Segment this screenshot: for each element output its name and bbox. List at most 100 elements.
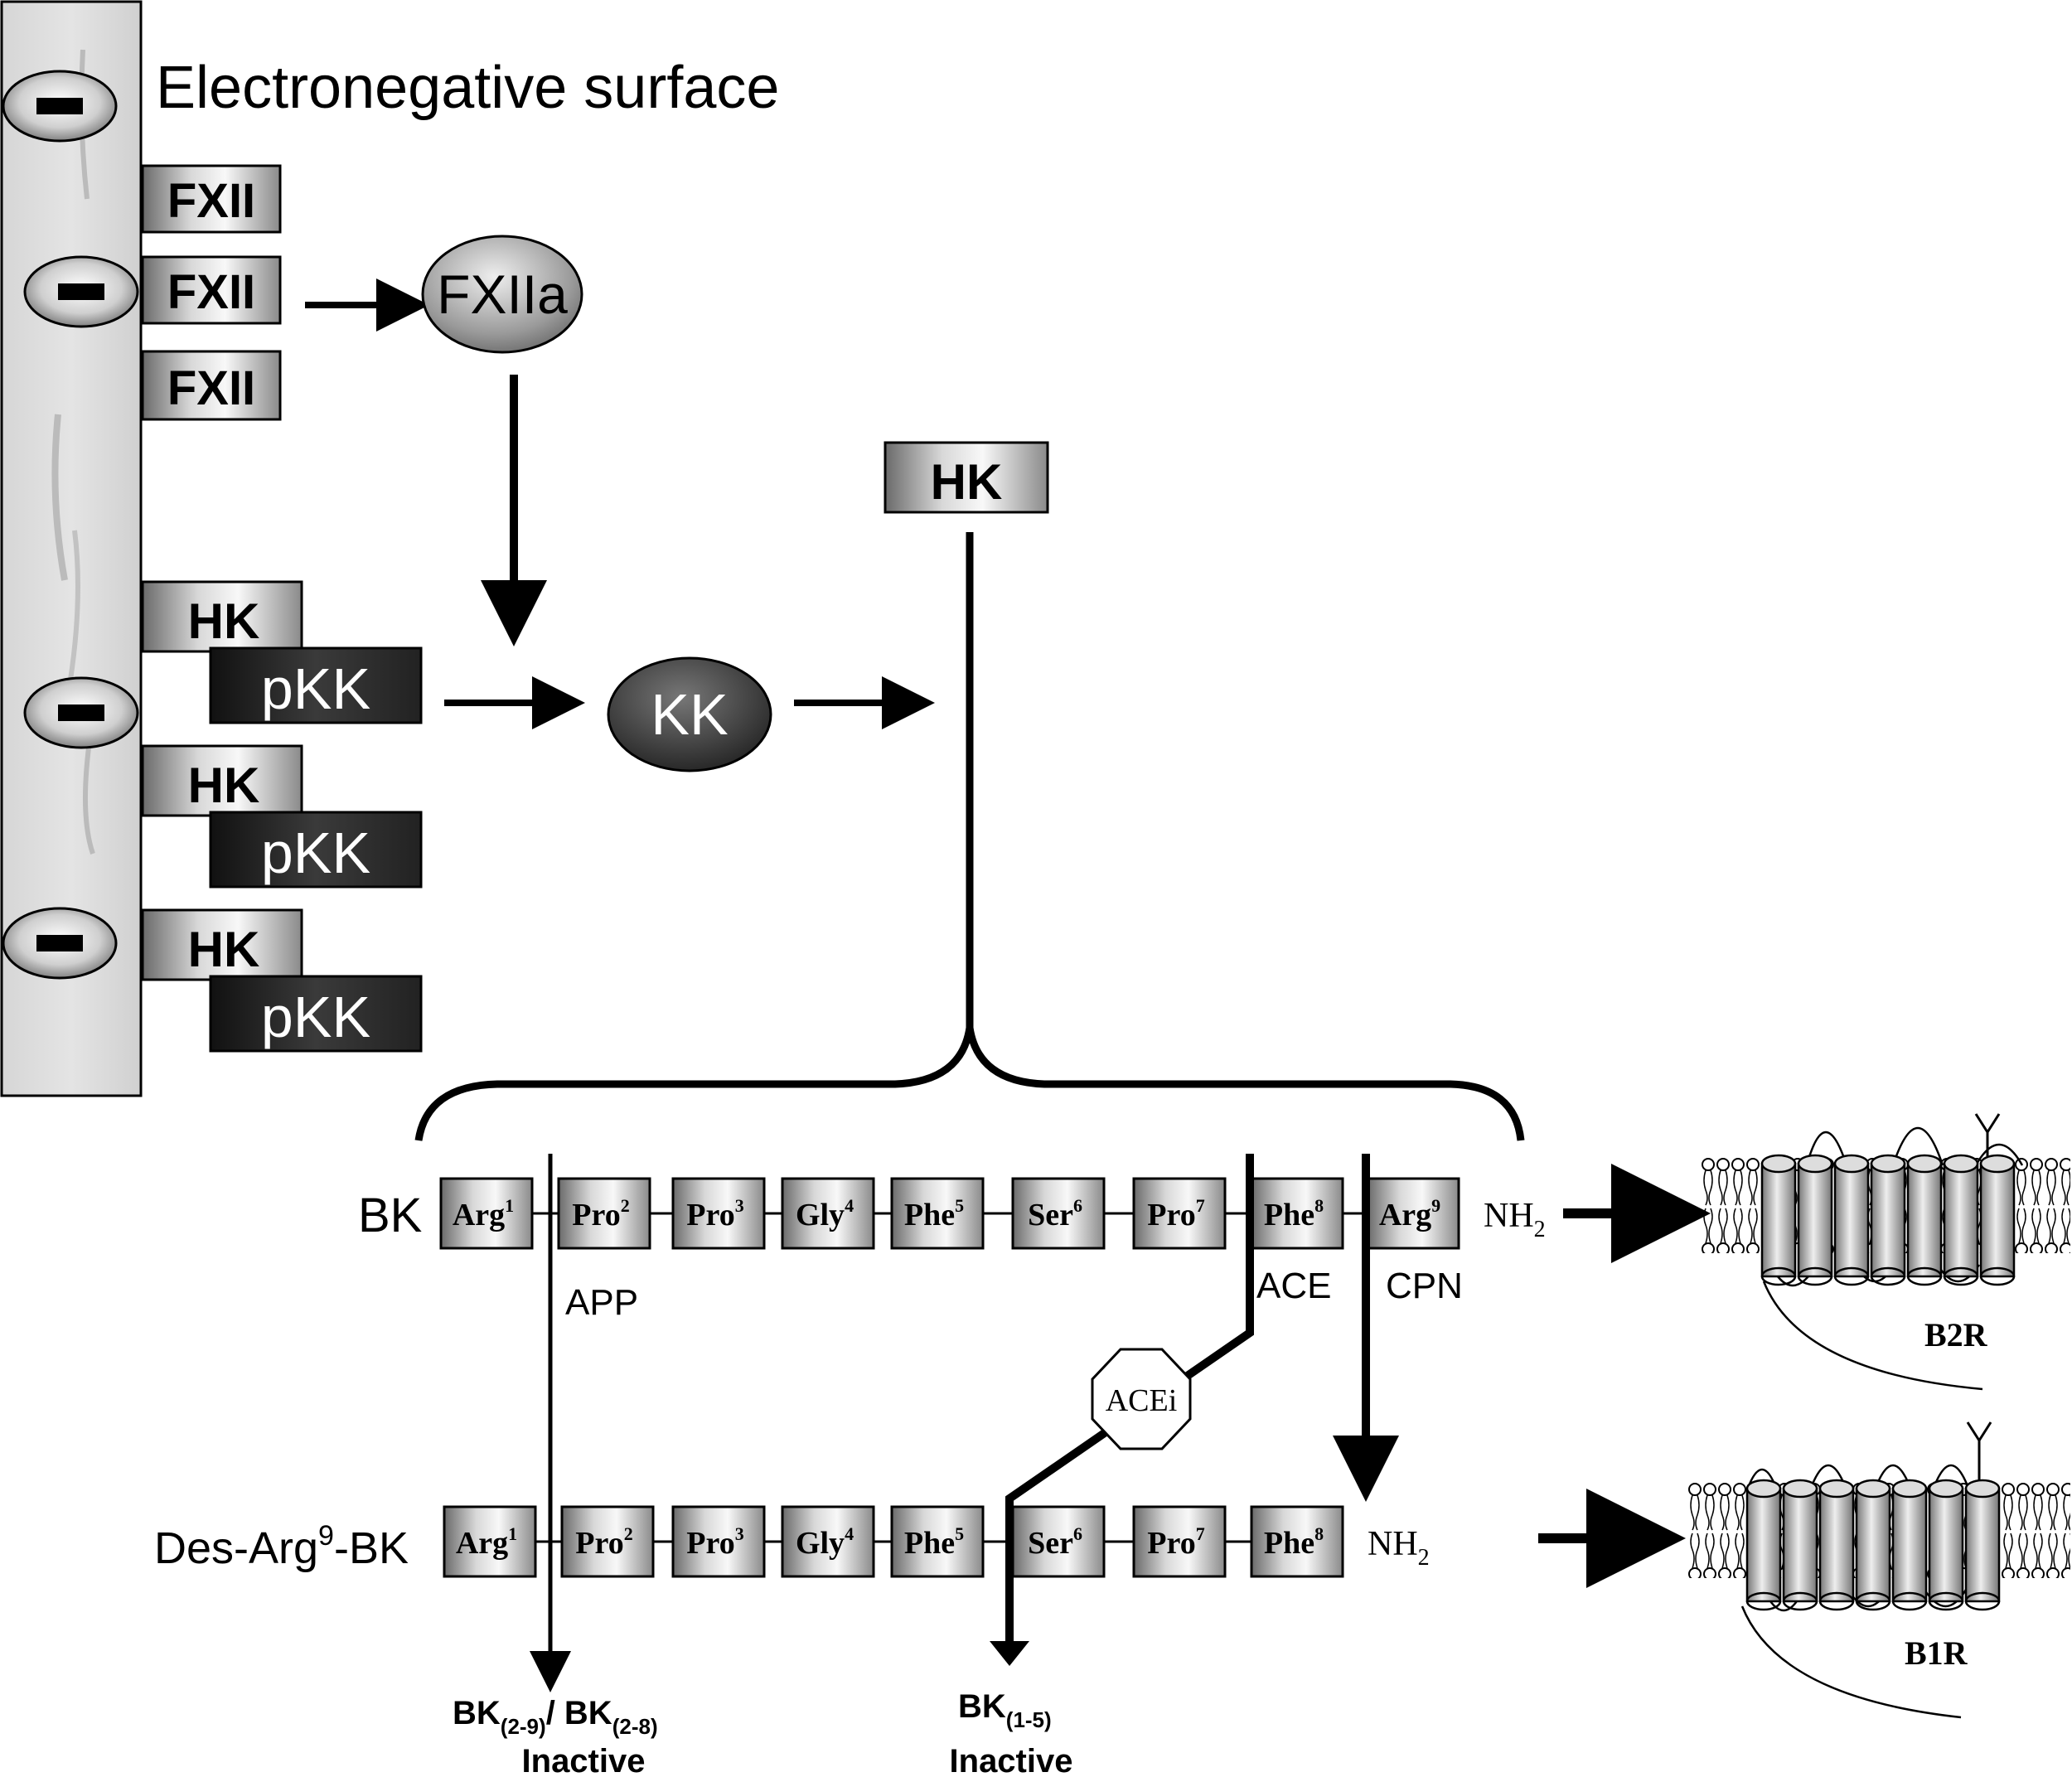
app-label: APP — [565, 1282, 638, 1323]
negative-charge-2 — [23, 255, 139, 328]
b1r-helix-6 — [1928, 1479, 1964, 1611]
svg-text:Phe5: Phe5 — [904, 1523, 964, 1561]
svg-text:Phe5: Phe5 — [904, 1195, 964, 1232]
svg-text:FXII: FXII — [167, 174, 255, 228]
svg-text:Gly4: Gly4 — [796, 1195, 854, 1232]
svg-text:Pro2: Pro2 — [572, 1195, 629, 1232]
svg-text:pKK: pKK — [261, 985, 370, 1049]
bradykinin-brace — [414, 1027, 1525, 1141]
ace-product: BK(1-5) Inactive — [950, 1688, 1073, 1777]
negative-charge-4 — [2, 907, 118, 980]
hk-pkk-complex-3: HK pKK — [141, 908, 423, 1053]
acei-inhibitor: ACEi — [1091, 1348, 1192, 1450]
b2r-helix-1 — [1760, 1154, 1797, 1286]
bk-residue-8: Phe8 — [1250, 1177, 1344, 1250]
bk-residue-3: Pro3 — [671, 1177, 766, 1250]
des-arg-bk-nh2: NH2 — [1368, 1525, 1430, 1571]
svg-text:HK: HK — [188, 593, 260, 649]
b2r-helix-3 — [1833, 1154, 1870, 1286]
negative-charge-3 — [23, 676, 139, 749]
b1r-helix-5 — [1891, 1479, 1928, 1611]
des-arg-bk-residue-5: Phe5 — [890, 1505, 985, 1578]
des-arg-bk-residue-7: Pro7 — [1132, 1505, 1227, 1578]
bk-residue-2: Pro2 — [557, 1177, 651, 1250]
svg-text:Inactive: Inactive — [950, 1743, 1073, 1777]
svg-text:pKK: pKK — [261, 656, 370, 721]
svg-text:Pro3: Pro3 — [686, 1523, 743, 1561]
svg-text:Pro7: Pro7 — [1147, 1523, 1204, 1561]
b2r-helices — [1760, 1154, 2016, 1286]
svg-text:Arg1: Arg1 — [453, 1195, 514, 1232]
surface-title: Electronegative surface — [156, 55, 779, 121]
b2r-helix-4 — [1870, 1154, 1906, 1286]
svg-text:BK(2-9)/ BK(2-8): BK(2-9)/ BK(2-8) — [453, 1695, 658, 1739]
fxii-box-3: FXII — [141, 350, 282, 421]
bk-residue-9: Arg9 — [1366, 1177, 1460, 1250]
bk-label: BK — [358, 1189, 423, 1242]
des-arg-bk-residue-4: Gly4 — [781, 1505, 875, 1578]
b1r-helix-7 — [1964, 1479, 2001, 1611]
svg-text:Inactive: Inactive — [522, 1743, 646, 1777]
b2r-receptor: B2R — [1701, 1113, 2070, 1391]
bk-residue-5: Phe5 — [890, 1177, 985, 1250]
b1r-helix-3 — [1818, 1479, 1855, 1611]
b2r-helix-6 — [1943, 1154, 1979, 1286]
svg-text:HK: HK — [931, 454, 1003, 510]
fxii-box-1: FXII — [141, 164, 282, 234]
svg-text:KK: KK — [651, 682, 728, 747]
svg-text:FXII: FXII — [167, 265, 255, 319]
svg-text:Pro3: Pro3 — [686, 1195, 743, 1232]
svg-text:ACEi: ACEi — [1106, 1383, 1178, 1418]
bk-residue-4: Gly4 — [781, 1177, 875, 1250]
bk-residue-7: Pro7 — [1132, 1177, 1227, 1250]
svg-text:HK: HK — [188, 922, 260, 977]
ace-label: ACE — [1256, 1266, 1331, 1306]
b2r-helix-2 — [1797, 1154, 1833, 1286]
b1r-label: B1R — [1905, 1634, 1968, 1672]
des-arg-bk-residue-2: Pro2 — [560, 1505, 655, 1578]
fxiia-node: FXIIa — [421, 235, 583, 354]
fxii-box-2: FXII — [141, 255, 282, 325]
b1r-helix-1 — [1745, 1479, 1782, 1611]
b1r-helix-2 — [1782, 1479, 1818, 1611]
b2r-helix-5 — [1906, 1154, 1943, 1286]
hk-pkk-complex-2: HK pKK — [141, 744, 423, 888]
svg-text:Ser6: Ser6 — [1028, 1195, 1082, 1232]
svg-text:FXII: FXII — [167, 361, 255, 415]
bk-nh2: NH2 — [1484, 1197, 1546, 1242]
des-arg-bk-label: Des-Arg9-BK — [154, 1520, 409, 1573]
svg-text:Arg9: Arg9 — [1379, 1195, 1440, 1232]
des-arg-bk-residue-3: Pro3 — [671, 1505, 766, 1578]
svg-text:Pro2: Pro2 — [575, 1523, 632, 1561]
b2r-helix-7 — [1979, 1154, 2016, 1286]
svg-text:FXIIa: FXIIa — [437, 264, 568, 325]
bk-peptide: Arg1 Pro2 Pro3 Gly4 Phe5 Ser6 Pro7 Phe8 Arg9 — [439, 1177, 1460, 1250]
svg-text:Arg1: Arg1 — [456, 1523, 517, 1561]
ace-arrowhead — [990, 1641, 1029, 1666]
b2r-label: B2R — [1924, 1316, 1988, 1353]
svg-text:Ser6: Ser6 — [1028, 1523, 1082, 1561]
hk-top-box: HK — [884, 441, 1049, 514]
des-arg-bk-residue-1: Arg1 — [443, 1505, 537, 1578]
svg-text:Gly4: Gly4 — [796, 1523, 854, 1561]
b1r-receptor: B1R — [1687, 1421, 2070, 1719]
des-arg-bk-peptide: Arg1 Pro2 Pro3 Gly4 Phe5 Ser6 Pro7 Phe8 — [443, 1505, 1344, 1578]
des-arg-bk-residue-6: Ser6 — [1011, 1505, 1106, 1578]
negative-charge-1 — [2, 70, 118, 143]
svg-text:BK(1-5): BK(1-5) — [958, 1688, 1052, 1732]
svg-text:Phe8: Phe8 — [1264, 1195, 1324, 1232]
svg-text:Phe8: Phe8 — [1264, 1523, 1324, 1561]
des-arg-bk-residue-8: Phe8 — [1250, 1505, 1344, 1578]
svg-text:HK: HK — [188, 758, 260, 813]
svg-text:pKK: pKK — [261, 821, 370, 885]
b1r-helix-4 — [1855, 1479, 1891, 1611]
b1r-helices — [1745, 1479, 2001, 1611]
hk-pkk-complex-1: HK pKK — [141, 580, 423, 724]
app-product: BK(2-9)/ BK(2-8) Inactive — [453, 1695, 658, 1777]
svg-text:Pro7: Pro7 — [1147, 1195, 1204, 1232]
kk-node: KK — [607, 656, 772, 772]
bk-residue-1: Arg1 — [439, 1177, 534, 1250]
cpn-label: CPN — [1386, 1266, 1463, 1306]
bk-residue-6: Ser6 — [1011, 1177, 1106, 1250]
